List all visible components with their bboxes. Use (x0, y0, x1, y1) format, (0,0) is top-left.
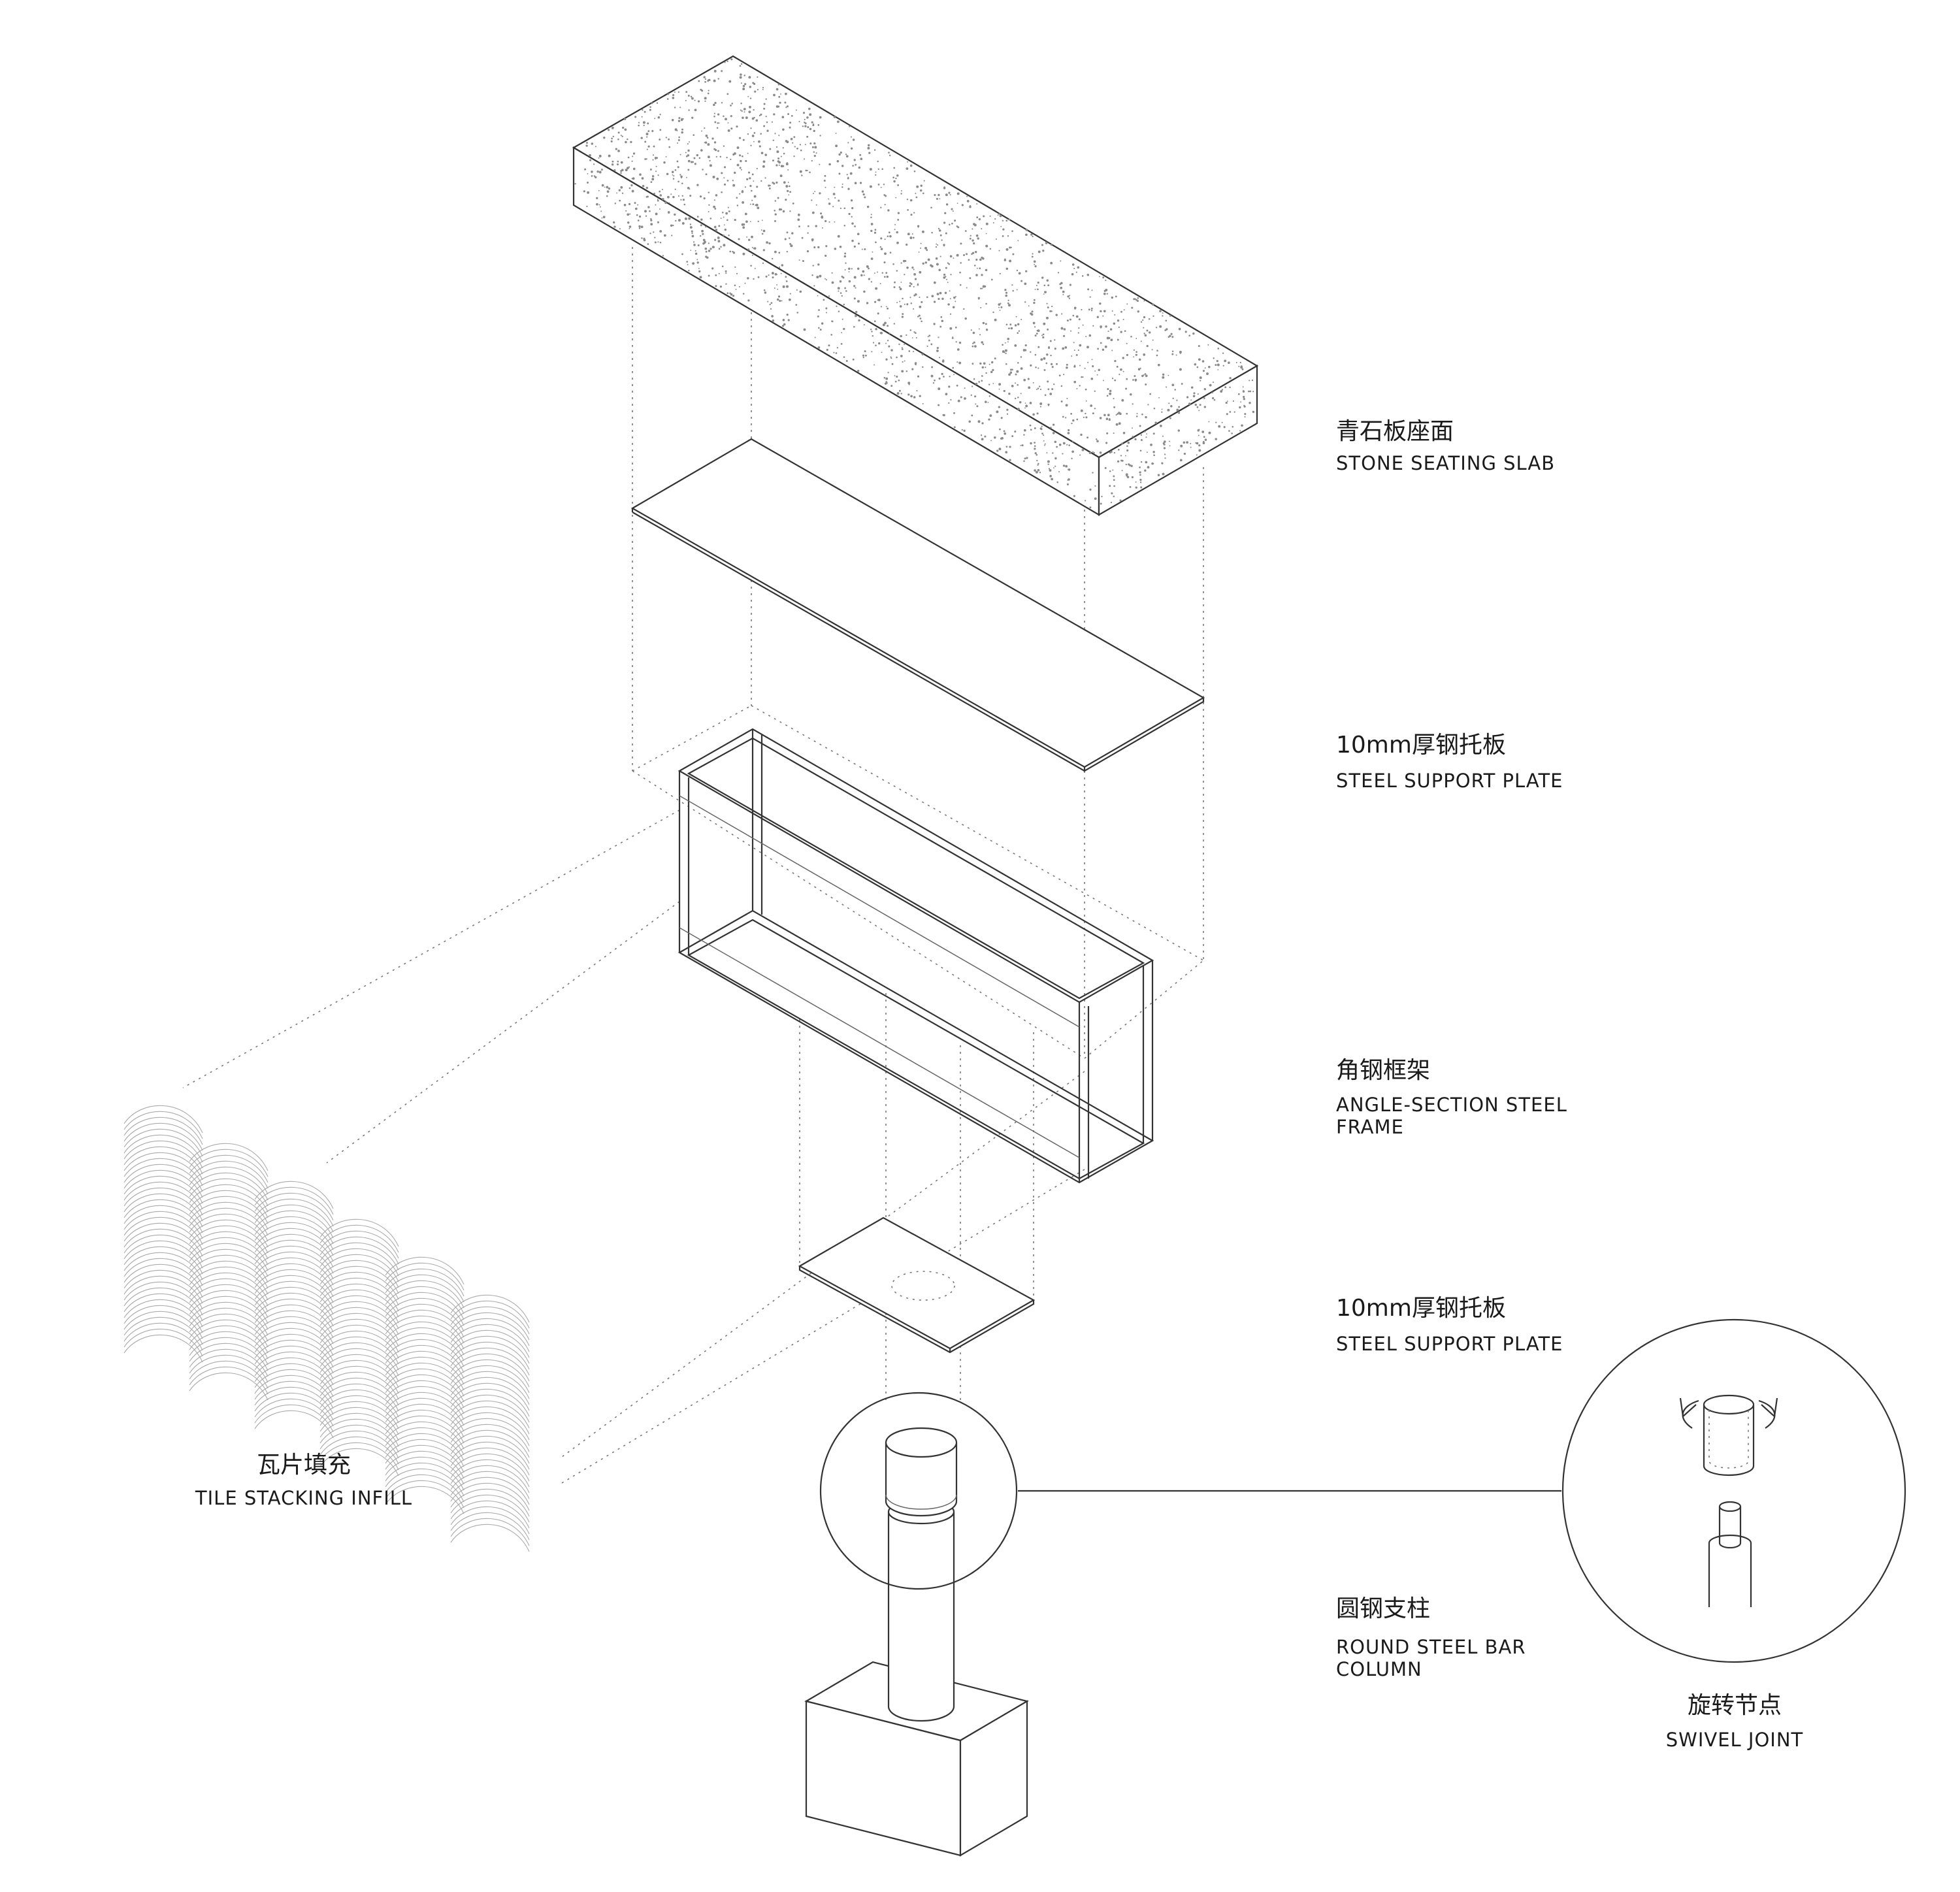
swivel-joint-label-en: SWIVEL JOINT (1665, 1729, 1804, 1752)
round-steel-column (804, 1392, 1029, 1857)
stone-slab-label: 青石板座面 STONE SEATING SLAB (1336, 418, 1555, 475)
stone-slab-label-zh: 青石板座面 (1336, 418, 1454, 445)
stone-slab-label-en: STONE SEATING SLAB (1336, 452, 1556, 475)
swivel-joint-label: 旋转节点 SWIVEL JOINT (1666, 1692, 1804, 1752)
top-steel-plate (630, 438, 1205, 772)
column-label-en-1: ROUND STEEL BAR (1336, 1636, 1526, 1659)
tile-stack (123, 1105, 530, 1552)
swivel-joint-label-zh: 旋转节点 (1687, 1692, 1782, 1719)
column-label-en-2: COLUMN (1336, 1657, 1422, 1680)
angle-steel-frame (678, 728, 1154, 1184)
top-plate-label-zh: 10mm厚钢托板 (1336, 732, 1506, 758)
top-plate-label: 10mm厚钢托板 STEEL SUPPORT PLATE (1336, 732, 1563, 792)
bottom-plate-label-en: STEEL SUPPORT PLATE (1336, 1333, 1563, 1356)
tile-infill-label-zh: 瓦片填充 (256, 1452, 351, 1478)
swivel-joint-detail (1018, 1318, 1906, 1663)
bottom-plate-label-zh: 10mm厚钢托板 (1336, 1295, 1506, 1322)
steel-frame-label: 角钢框架 ANGLE-SECTION STEEL FRAME (1336, 1057, 1567, 1138)
bottom-plate-label: 10mm厚钢托板 STEEL SUPPORT PLATE (1336, 1295, 1563, 1356)
tile-infill-label: 瓦片填充 TILE STACKING INFILL (195, 1452, 412, 1510)
steel-frame-label-en-2: FRAME (1336, 1115, 1404, 1138)
stone-slab (572, 55, 1259, 516)
column-label: 圆钢支柱 ROUND STEEL BAR COLUMN (1336, 1595, 1526, 1680)
column-label-zh: 圆钢支柱 (1336, 1595, 1431, 1622)
top-plate-label-en: STEEL SUPPORT PLATE (1336, 770, 1563, 792)
tile-infill-label-en: TILE STACKING INFILL (195, 1487, 413, 1510)
steel-frame-label-en-1: ANGLE-SECTION STEEL (1336, 1094, 1567, 1117)
steel-frame-label-zh: 角钢框架 (1336, 1057, 1431, 1084)
bottom-steel-plate (798, 1216, 1036, 1354)
